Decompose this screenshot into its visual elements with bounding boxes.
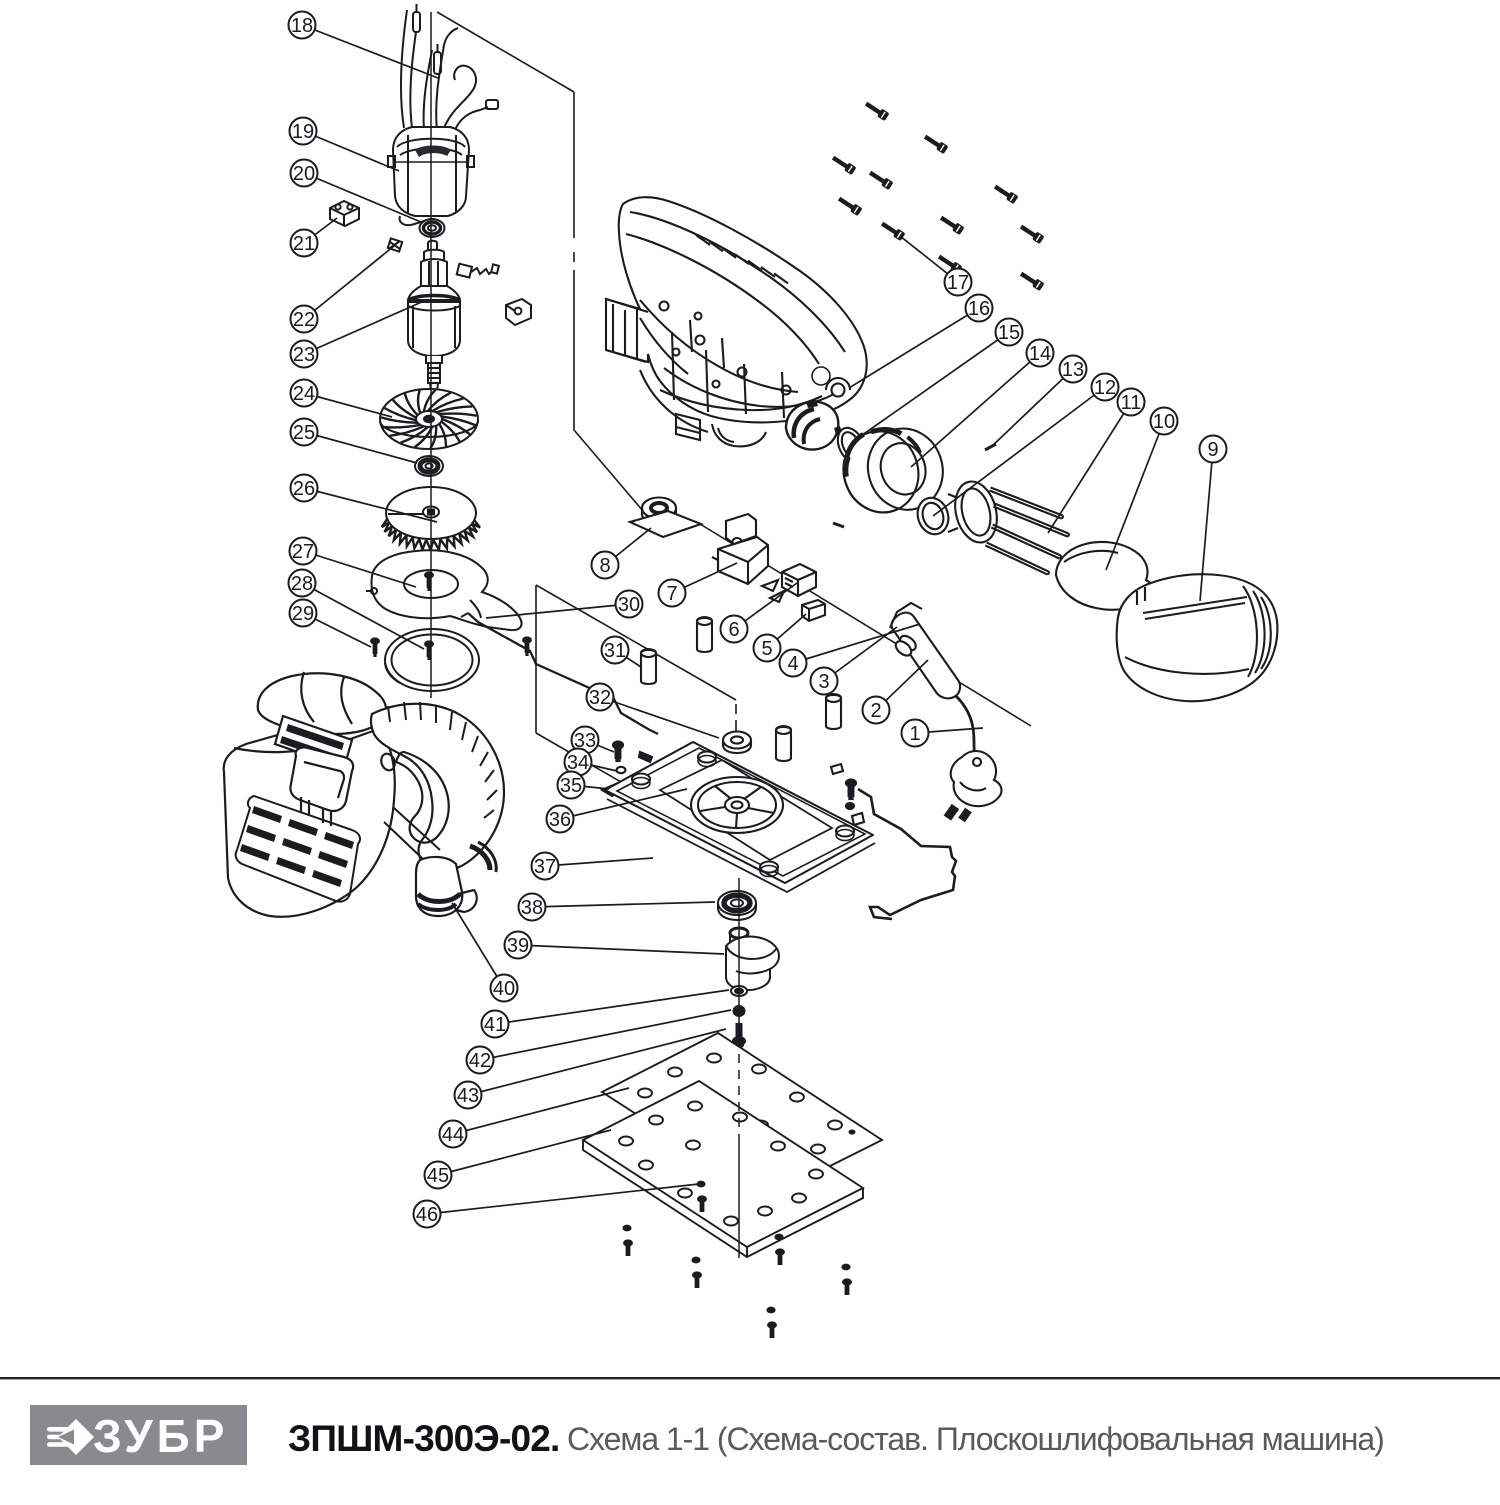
svg-text:17: 17 [947, 272, 969, 294]
svg-text:36: 36 [549, 809, 571, 831]
svg-text:42: 42 [469, 1050, 491, 1072]
svg-text:41: 41 [484, 1014, 506, 1036]
svg-text:2: 2 [870, 700, 881, 722]
svg-text:ЗУБР: ЗУБР [93, 1410, 228, 1462]
svg-text:32: 32 [589, 687, 611, 709]
svg-text:25: 25 [293, 422, 315, 444]
svg-text:5: 5 [761, 638, 772, 660]
svg-text:22: 22 [293, 309, 315, 331]
svg-text:15: 15 [998, 322, 1020, 344]
svg-text:Схема 1-1 (Схема-состав. Плоск: Схема 1-1 (Схема-состав. Плоскошлифоваль… [567, 1421, 1384, 1457]
svg-text:3: 3 [818, 671, 829, 693]
svg-text:46: 46 [416, 1204, 438, 1226]
svg-text:18: 18 [291, 15, 313, 37]
svg-text:34: 34 [567, 752, 589, 774]
svg-text:20: 20 [293, 163, 315, 185]
svg-text:ЗПШМ-300Э-02.: ЗПШМ-300Э-02. [288, 1418, 560, 1459]
svg-text:13: 13 [1062, 359, 1084, 381]
svg-text:30: 30 [618, 594, 640, 616]
svg-text:8: 8 [599, 555, 610, 577]
svg-text:45: 45 [427, 1165, 449, 1187]
svg-text:6: 6 [728, 619, 739, 641]
svg-text:16: 16 [968, 298, 990, 320]
svg-text:9: 9 [1207, 439, 1218, 461]
svg-text:44: 44 [442, 1124, 464, 1146]
svg-text:43: 43 [457, 1085, 479, 1107]
svg-text:11: 11 [1121, 392, 1142, 414]
svg-text:10: 10 [1153, 411, 1175, 433]
svg-text:37: 37 [534, 856, 556, 878]
svg-text:38: 38 [521, 897, 543, 919]
svg-text:27: 27 [292, 541, 314, 563]
svg-text:35: 35 [560, 775, 582, 797]
svg-text:29: 29 [292, 603, 314, 625]
svg-text:31: 31 [604, 640, 626, 662]
svg-text:14: 14 [1029, 343, 1051, 365]
svg-text:4: 4 [787, 653, 798, 675]
svg-text:23: 23 [293, 344, 315, 366]
svg-text:40: 40 [493, 978, 515, 1000]
svg-text:7: 7 [666, 583, 677, 605]
svg-text:26: 26 [293, 478, 315, 500]
svg-text:12: 12 [1094, 377, 1116, 399]
svg-text:21: 21 [293, 233, 315, 255]
svg-text:28: 28 [291, 573, 313, 595]
svg-text:19: 19 [292, 121, 314, 143]
svg-text:1: 1 [909, 723, 920, 745]
svg-text:33: 33 [574, 730, 596, 752]
svg-text:24: 24 [293, 383, 315, 405]
svg-text:39: 39 [507, 935, 529, 957]
